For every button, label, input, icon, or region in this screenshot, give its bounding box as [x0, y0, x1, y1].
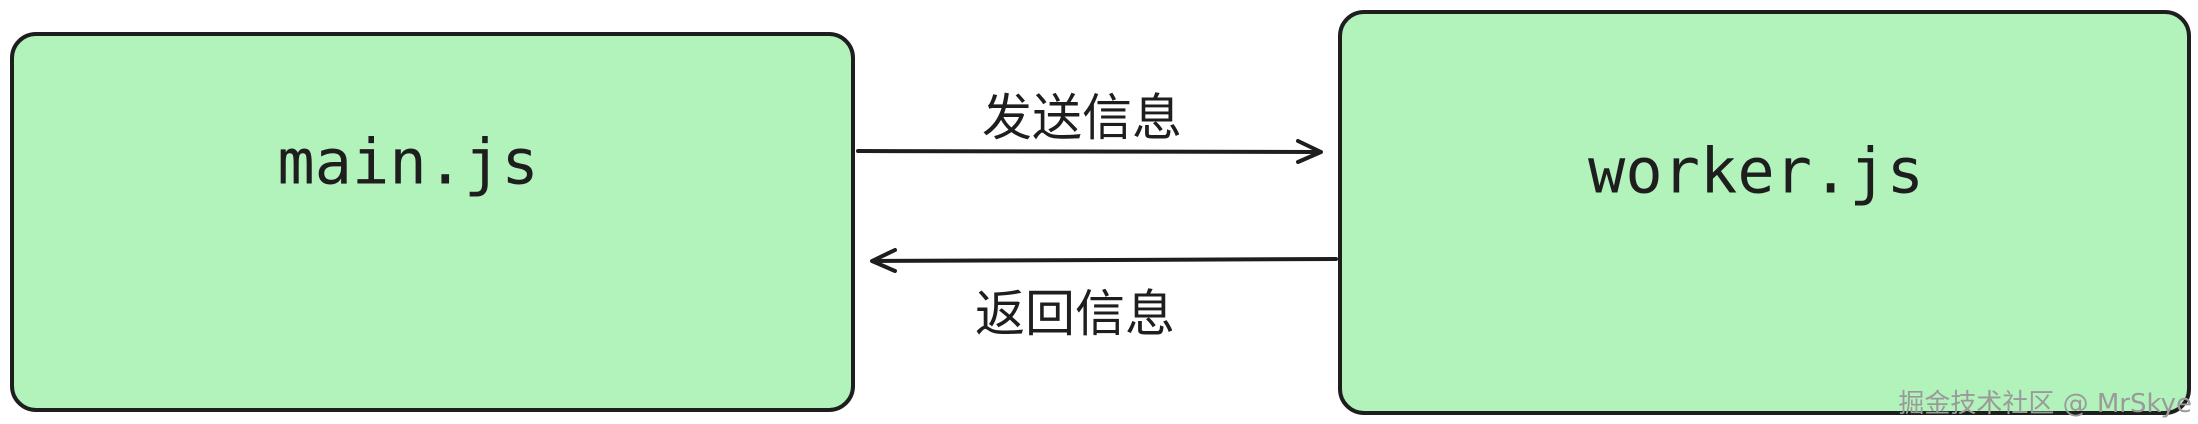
main-js-label: main.js	[277, 125, 539, 199]
worker-js-box	[1338, 10, 2191, 415]
worker-js-label: worker.js	[1588, 134, 1924, 208]
main-js-box	[10, 32, 855, 412]
return-message-label: 返回信息	[975, 285, 1175, 343]
send-message-label: 发送信息	[982, 89, 1182, 147]
send-arrow	[856, 139, 1323, 164]
return-arrow	[870, 248, 1338, 273]
watermark: 掘金技术社区 @ MrSkye	[1898, 389, 2192, 419]
